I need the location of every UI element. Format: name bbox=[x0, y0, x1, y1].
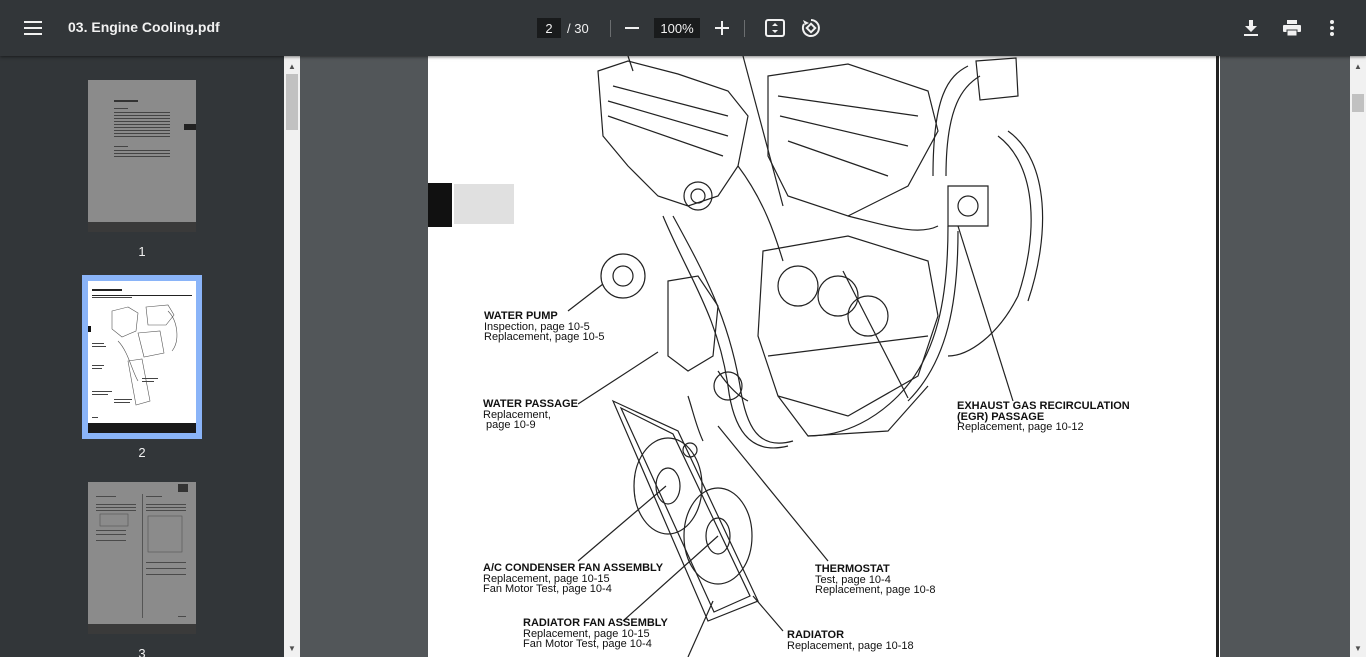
zoom-level[interactable]: 100% bbox=[654, 18, 700, 38]
label-thermostat: THERMOSTAT Test, page 10-4 Replacement, … bbox=[815, 563, 936, 596]
sidebar-scroll-up-icon[interactable]: ▲ bbox=[288, 61, 296, 71]
sidebar-scrollbar[interactable] bbox=[284, 56, 300, 657]
rotate-button[interactable] bbox=[791, 8, 831, 48]
sidebar-scroll-down-icon[interactable]: ▼ bbox=[288, 643, 296, 653]
minus-icon bbox=[625, 27, 639, 29]
toolbar-divider bbox=[610, 20, 611, 37]
viewer-scrollbar[interactable] bbox=[1350, 56, 1366, 657]
page-number-input[interactable] bbox=[537, 18, 561, 38]
label-radiator: RADIATOR Replacement, page 10-18 bbox=[787, 629, 914, 652]
label-egr-passage: EXHAUST GAS RECIRCULATION (EGR) PASSAGE … bbox=[957, 400, 1130, 433]
rotate-icon bbox=[801, 19, 820, 37]
label-ac-condenser-fan: A/C CONDENSER FAN ASSEMBLY Replacement, … bbox=[483, 562, 664, 595]
page-thumbnail-1[interactable] bbox=[88, 80, 196, 232]
download-icon bbox=[1244, 20, 1258, 36]
page-total: / 30 bbox=[567, 20, 589, 36]
document-title: 03. Engine Cooling.pdf bbox=[68, 19, 220, 35]
page-thumbnail-label: 3 bbox=[138, 646, 146, 657]
fit-to-page-button[interactable] bbox=[755, 8, 795, 48]
page-thumbnail-label: 2 bbox=[138, 445, 146, 460]
page-selector: / 30 bbox=[537, 18, 589, 38]
viewer-scroll-up-icon[interactable]: ▲ bbox=[1354, 61, 1362, 71]
zoom-in-button[interactable] bbox=[702, 8, 742, 48]
document-viewer: WATER PUMP Inspection, page 10-5 Replace… bbox=[300, 56, 1350, 657]
download-button[interactable] bbox=[1231, 8, 1271, 48]
fit-to-page-icon bbox=[765, 19, 785, 37]
label-water-pump: WATER PUMP Inspection, page 10-5 Replace… bbox=[484, 310, 605, 343]
page-thumbnail-label: 1 bbox=[138, 244, 146, 259]
viewer-scroll-down-icon[interactable]: ▼ bbox=[1354, 643, 1362, 653]
toolbar-divider bbox=[744, 20, 745, 37]
label-water-passage: WATER PASSAGE Replacement, page 10-9 bbox=[483, 398, 578, 431]
plus-icon bbox=[715, 21, 729, 35]
viewer-scrollbar-thumb[interactable] bbox=[1352, 94, 1364, 112]
pdf-page: WATER PUMP Inspection, page 10-5 Replace… bbox=[428, 56, 1220, 657]
print-icon bbox=[1283, 20, 1301, 36]
sidebar-scrollbar-thumb[interactable] bbox=[286, 74, 298, 130]
page-thumbnail-3[interactable] bbox=[88, 482, 196, 634]
pdf-toolbar: 03. Engine Cooling.pdf / 30 100% bbox=[0, 0, 1366, 56]
more-vert-icon bbox=[1330, 20, 1334, 36]
engine-cooling-diagram bbox=[428, 56, 1219, 657]
more-options-button[interactable] bbox=[1312, 8, 1352, 48]
page-thumbnail-2[interactable] bbox=[88, 281, 196, 433]
menu-icon[interactable] bbox=[13, 8, 53, 48]
thumbnail-sidebar: 1 bbox=[0, 56, 284, 657]
print-button[interactable] bbox=[1272, 8, 1312, 48]
label-radiator-fan: RADIATOR FAN ASSEMBLY Replacement, page … bbox=[523, 617, 668, 650]
zoom-out-button[interactable] bbox=[612, 8, 652, 48]
